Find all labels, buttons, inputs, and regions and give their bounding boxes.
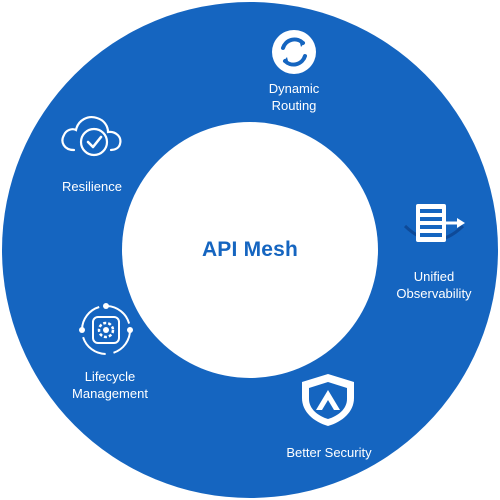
better-security-label: Better Security (286, 445, 372, 460)
refresh-cycle-icon (272, 30, 316, 74)
dynamic-routing-label: Dynamic Routing (268, 81, 320, 113)
document-list-arrow-icon (403, 204, 465, 242)
center-circle (122, 122, 378, 378)
unified-observability-label: Unified Observability (396, 269, 472, 301)
lifecycle-management-label: Lifecycle Management (72, 369, 148, 401)
resilience-label: Resilience (62, 179, 122, 194)
gear-cycle-icon (79, 303, 133, 355)
center-title: API Mesh (201, 238, 299, 261)
shield-mountain-icon (302, 374, 354, 426)
cloud-check-icon (61, 116, 122, 157)
